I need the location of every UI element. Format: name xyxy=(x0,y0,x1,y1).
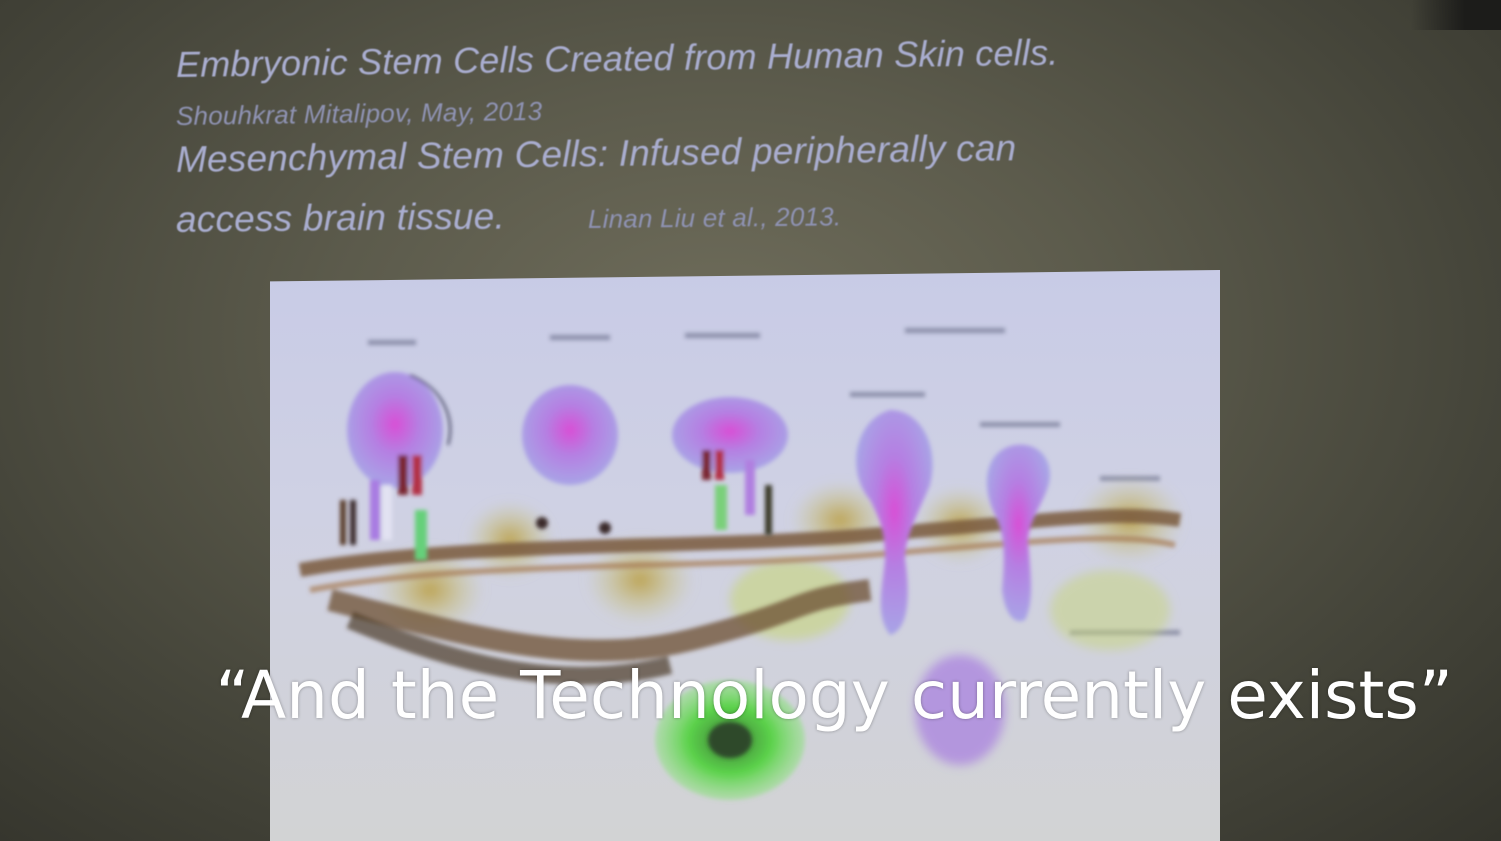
slide-title-citation: Shouhkrat Mitalipov, May, 2013 xyxy=(175,95,543,131)
frame-corner xyxy=(1411,0,1501,30)
slide-title: Embryonic Stem Cells Created from Human … xyxy=(175,31,1059,85)
slide-line-4: access brain tissue. xyxy=(175,195,506,240)
stem-cell-diagram xyxy=(270,270,1220,841)
subtitle-caption: “And the Technology currently exists” xyxy=(215,657,1453,734)
slide-line-4-citation: Linan Liu et al., 2013. xyxy=(587,201,842,234)
diagram-illustration xyxy=(298,328,1185,800)
slide-line-3: Mesenchymal Stem Cells: Infused peripher… xyxy=(175,127,1017,180)
